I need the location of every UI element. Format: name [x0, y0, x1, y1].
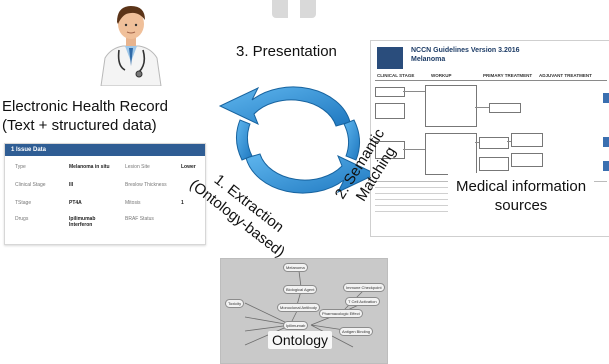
ehr-row-tstage-key: TStage	[15, 200, 32, 206]
doc-box	[511, 153, 543, 167]
doc-side-bar	[603, 93, 609, 103]
doctor-icon	[100, 6, 162, 86]
ehr-row-site-value: Lower	[181, 164, 196, 170]
presentation-label: 3. Presentation	[236, 43, 337, 60]
ontology-node: Immune Checkpoint	[343, 283, 385, 292]
doc-footnote-line	[375, 199, 520, 200]
nccn-doc-title: NCCN Guidelines Version 3.2016	[411, 47, 520, 54]
ehr-row-stage-value: III	[69, 182, 74, 188]
nccn-logo	[377, 47, 403, 69]
doc-box	[511, 133, 543, 147]
doc-side-bar	[603, 161, 609, 171]
ontology-node: Biological Agent	[283, 285, 318, 294]
doc-footnote-line	[375, 205, 495, 206]
doc-connector	[475, 107, 489, 108]
ontology-label: Ontology	[268, 331, 333, 349]
ehr-row-mitosis-value: 1	[181, 200, 184, 206]
ontology-node: Toxicity	[225, 299, 245, 308]
ehr-title-line1: Electronic Health Record	[2, 98, 168, 115]
ehr-row-breslow-key: Breslow Thickness	[125, 182, 167, 188]
col-workup: WORKUP	[431, 73, 452, 78]
col-clinical-stage: CLINICAL STAGE	[377, 73, 415, 78]
ontology-graph: Melanoma Biological Agent Monoclonal Ant…	[220, 258, 388, 364]
doc-connector	[507, 141, 511, 142]
ehr-row-tstage-value: PT4A	[69, 200, 82, 206]
doc-box	[375, 87, 405, 97]
ontology-node: Pharmacologic Effect	[319, 309, 363, 318]
ehr-card: 1 Issue Data Type Melanoma in situ Lesio…	[4, 143, 206, 245]
medical-info-line2: sources	[494, 197, 548, 214]
ontology-node: Monoclonal Antibody	[277, 303, 320, 312]
medical-info-label: Medical information sources	[448, 173, 595, 219]
ontology-node: T Cell Activation	[345, 297, 380, 306]
doc-box	[489, 103, 521, 113]
doc-footnote-line	[375, 211, 510, 212]
ehr-row-type-key: Type	[15, 164, 26, 170]
doc-connector	[475, 142, 479, 143]
ehr-card-header: 1 Issue Data	[5, 144, 205, 156]
ontology-node: Melanoma	[283, 263, 308, 272]
ehr-title: Electronic Health Record (Text + structu…	[2, 97, 168, 135]
nccn-doc-subtitle: Melanoma	[411, 56, 446, 63]
ehr-title-line2: (Text + structured data)	[2, 117, 157, 134]
ehr-row-drugs-key: Drugs	[15, 216, 29, 222]
doc-box	[479, 157, 509, 171]
doc-connector	[403, 149, 425, 150]
doc-header-rule	[375, 80, 607, 81]
doc-box	[375, 103, 405, 119]
ehr-row-drugs-value: Ipilimumab Interferon	[69, 216, 96, 228]
doc-side-bar	[603, 137, 609, 147]
cycle-arrows-icon	[218, 86, 378, 194]
doc-footnote-line	[375, 193, 515, 194]
ehr-row-braf-key: BRAF Status	[125, 216, 154, 222]
doc-box	[479, 137, 509, 149]
top-fragment-gap	[288, 0, 300, 18]
doc-box	[425, 85, 477, 127]
ontology-node: Ipilimumab	[283, 321, 309, 330]
ehr-row-stage-key: Clinical Stage	[15, 182, 46, 188]
ehr-row-mitosis-key: Mitosis	[125, 200, 141, 206]
doc-box	[425, 133, 477, 175]
col-adjuvant: ADJUVANT TREATMENT	[539, 73, 592, 78]
doc-box	[375, 141, 405, 159]
ehr-row-type-value: Melanoma in situ	[69, 164, 110, 170]
ehr-row-site-key: Lesion Site	[125, 164, 150, 170]
doc-connector	[403, 91, 425, 92]
col-primary: PRIMARY TREATMENT	[483, 73, 533, 78]
medical-info-line1: Medical information	[456, 178, 587, 195]
ontology-node: Antigen Binding	[339, 327, 374, 336]
